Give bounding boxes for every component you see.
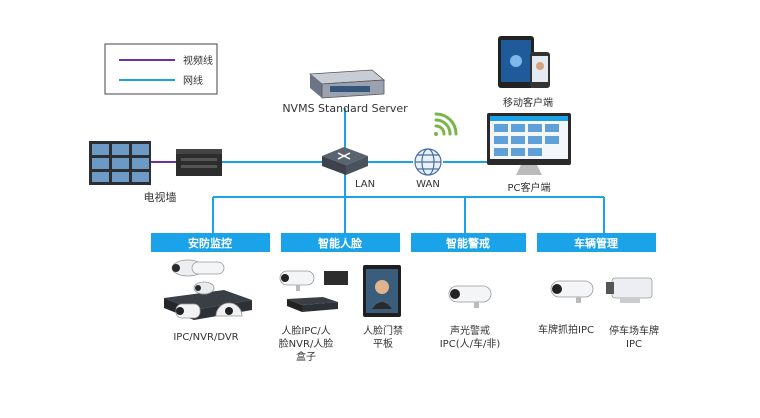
mobile-client-label: 移动客户端 <box>503 96 553 109</box>
pc-client-label: PC客户端 <box>507 181 550 194</box>
category-vehicle: 车辆管理 <box>537 233 656 252</box>
category-alarm: 智能警戒 <box>411 233 526 252</box>
server-label: NVMS Standard Server <box>282 102 408 115</box>
ipc-nvr-dvr-label: IPC/NVR/DVR <box>173 332 238 343</box>
category-face: 智能人脸 <box>281 233 400 252</box>
parking-label-1: 停车场车牌 <box>609 324 659 337</box>
category-face-label: 智能人脸 <box>318 236 363 250</box>
category-vehicle-label: 车辆管理 <box>574 236 618 250</box>
wan-globe-icon <box>414 148 442 176</box>
alarm-label-2: IPC(人/车/非) <box>440 337 501 350</box>
legend-network-label: 网线 <box>183 74 203 87</box>
face-door-label-1: 人脸门禁 <box>363 324 403 337</box>
tv-wall-label: 电视墙 <box>144 190 177 204</box>
parking-label-2: IPC <box>626 339 642 350</box>
wifi-icon <box>434 112 458 136</box>
parking-camera-icon <box>606 277 653 303</box>
lan-label: LAN <box>355 179 375 190</box>
legend: 视频线 网线 <box>104 43 218 95</box>
plate-capture-label: 车牌抓拍IPC <box>538 323 594 336</box>
plate-capture-camera-icon <box>550 280 594 303</box>
pc-client-icon <box>487 113 571 175</box>
face-door-label-2: 平板 <box>373 337 393 350</box>
category-security: 安防监控 <box>151 233 270 252</box>
nvms-server-icon <box>308 69 386 99</box>
mobile-client-icon <box>498 36 550 88</box>
face-box-label-2: 脸NVR/人脸 <box>279 337 334 350</box>
tv-wall-icon <box>89 141 151 185</box>
face-box-label-1: 人脸IPC/人 <box>281 324 330 337</box>
legend-video-label: 视频线 <box>183 54 213 67</box>
wan-label: WAN <box>416 179 440 190</box>
category-security-label: 安防监控 <box>188 236 232 250</box>
face-box-label-3: 盒子 <box>296 350 316 363</box>
decoder-icon <box>176 149 222 176</box>
face-access-tablet-icon <box>363 265 401 317</box>
category-alarm-label: 智能警戒 <box>446 236 490 250</box>
alarm-camera-icon <box>448 285 492 308</box>
face-ipc-nvr-icon <box>279 270 348 312</box>
network-lines <box>212 108 605 233</box>
lan-switch-icon <box>322 147 368 175</box>
alarm-label-1: 声光警戒 <box>450 324 490 337</box>
security-devices-icon <box>164 259 252 320</box>
